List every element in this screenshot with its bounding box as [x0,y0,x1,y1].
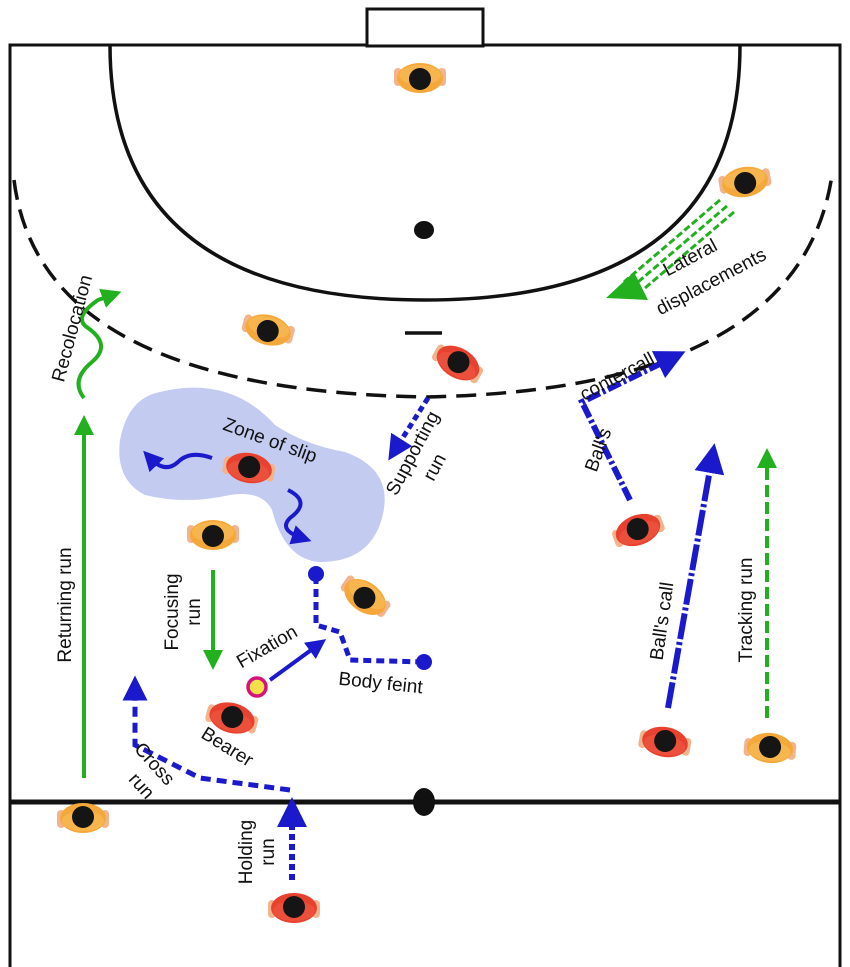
defender-right-wing-icon [716,162,774,202]
balls-call-label: Ball's call [647,581,679,662]
attacker-pivot-icon [427,337,489,389]
focusing-run-label-1: Focusing [162,573,183,650]
defender-feint-icon [335,569,395,625]
court-boundary [8,43,842,967]
seven-meter-spot [414,221,434,239]
cross-run-arrow [122,675,291,793]
supporting-run-label-2: run [419,450,450,484]
fixation-arrow [268,639,327,682]
goalkeeper-player-icon [394,63,446,93]
goal-icon [365,7,485,48]
slip-left-arrow [143,450,213,473]
ball-icon [246,676,268,698]
attacker-contercall-icon [608,507,668,553]
contercall-label: contercall [577,349,659,406]
attack-movements [122,351,725,880]
defense-movements [74,198,777,778]
goal-area-line [108,44,742,302]
recolocation-arrow [76,288,122,400]
attacker-holding-icon [268,893,320,923]
attacker-balls-call-icon [636,722,694,762]
balls-call-arrow [665,443,725,709]
defender-left-back-icon [57,803,109,833]
feint-start-dot [308,566,324,582]
feint-end-dot [416,654,432,670]
lateral-displacements-arrow [606,198,735,300]
balls-label: Ball's [581,425,616,474]
holding-run-label-1: Holding [236,820,257,884]
holding-run-label-2: run [258,838,279,865]
defender-focusing-icon [187,520,239,550]
returning-run-label: Returning run [55,547,76,662]
center-spot [413,788,435,816]
slip-right-arrow [284,488,312,545]
court-lines [8,7,842,967]
tracking-run-label: Tracking run [736,558,757,663]
defender-left-center-icon [239,308,297,352]
body-feint-label: Body feint [337,669,424,699]
free-throw-line [12,174,834,399]
focusing-run-label-2: run [184,598,205,625]
feint-path [313,576,425,665]
defender-tracking-icon [742,730,798,766]
balls-contercall-arrow [577,351,686,502]
supporting-run-arrow [388,396,431,461]
